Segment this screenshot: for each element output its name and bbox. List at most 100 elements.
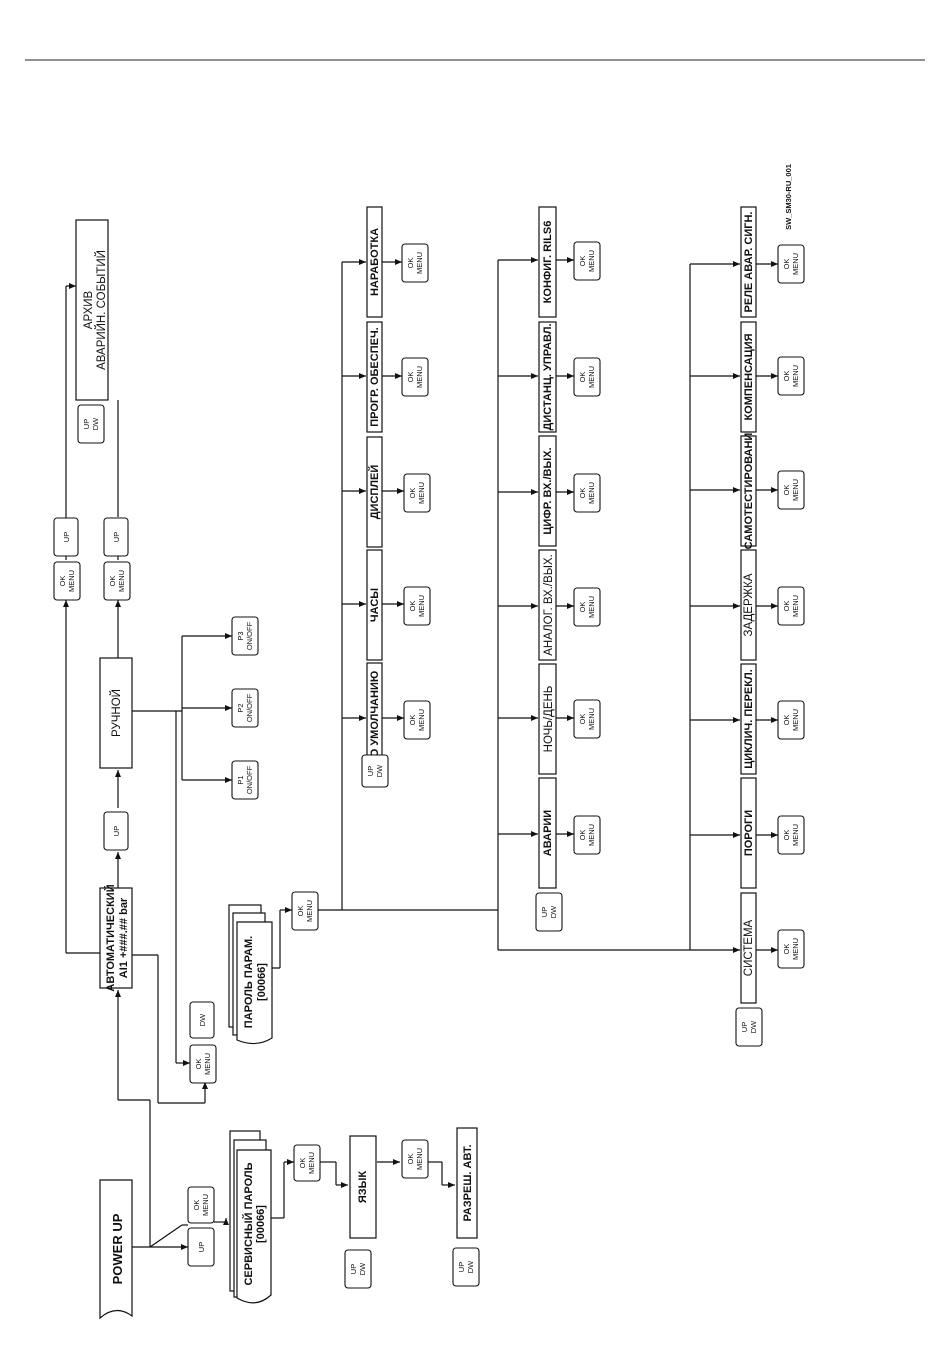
menu-clock-box[interactable] (366, 549, 383, 661)
svg-text:MENU: MENU (203, 1053, 212, 1075)
menu-thresholds-box[interactable] (740, 777, 757, 889)
ok-menu-key[interactable]: OK MENU (103, 561, 131, 601)
up-dw-key[interactable]: UP DW (344, 1249, 372, 1289)
auto-mode-title: АВТОМАТИЧЕСКИЙ (104, 884, 117, 991)
ok-menu-key[interactable]: OK MENU (189, 1044, 217, 1084)
up-dw-key[interactable]: UP DW (535, 892, 563, 932)
menu-alarm-relay-box[interactable] (740, 206, 757, 318)
menu-compensation-label: КОМПЕНСАЦИЯ (743, 333, 755, 420)
ok-menu-key[interactable]: OK MENU (777, 244, 805, 284)
ok-menu-key[interactable]: OK MENU (573, 699, 601, 739)
ok-menu-key[interactable]: OK MENU (777, 815, 805, 855)
svg-text:OK: OK (782, 485, 791, 496)
menu-night-day-box[interactable] (538, 663, 557, 775)
svg-text:MENU: MENU (305, 900, 314, 922)
svg-text:UP: UP (62, 532, 71, 542)
ok-menu-key[interactable]: OK MENU (777, 356, 805, 396)
svg-text:MENU: MENU (417, 482, 426, 504)
ok-menu-key[interactable]: OK MENU (777, 586, 805, 626)
dw-key[interactable]: DW (189, 1001, 215, 1039)
svg-text:MENU: MENU (587, 708, 596, 730)
ok-menu-key[interactable]: OK MENU (291, 891, 319, 931)
menu-digital-io-box[interactable] (538, 435, 557, 547)
ok-menu-key[interactable]: OK MENU (573, 357, 601, 397)
menu-selftest-label: САМОТЕСТИРОВАНИ (743, 433, 755, 550)
svg-text:OK: OK (406, 1154, 415, 1165)
up-key[interactable]: UP (53, 517, 79, 557)
svg-text:OK: OK (406, 372, 415, 383)
up-dw-key[interactable]: UP DW (77, 404, 105, 444)
ok-menu-key[interactable]: OK MENU (403, 700, 431, 740)
menu-software-box[interactable] (366, 321, 383, 433)
ok-menu-key[interactable]: OK MENU (401, 243, 429, 283)
connector-lines (63, 257, 778, 1250)
up-dw-key[interactable]: UP DW (452, 1247, 480, 1287)
ok-menu-key[interactable]: OK MENU (573, 815, 601, 855)
up-dw-key[interactable]: UP DW (361, 754, 389, 788)
svg-text:DW: DW (749, 1020, 758, 1033)
svg-text:OK: OK (578, 602, 587, 613)
ok-menu-key[interactable]: OK MENU (401, 357, 429, 397)
pump-1-toggle[interactable]: P1 ON/OFF (231, 760, 259, 800)
ok-menu-key[interactable]: OK MENU (403, 473, 431, 513)
svg-text:OK: OK (578, 372, 587, 383)
svg-text:MENU: MENU (415, 252, 424, 274)
menu-row-1: ПО УМОЛЧАНИЮ ЧАСЫ ДИСПЛЕЙ ПРОГР. ОБЕСПЕЧ… (366, 206, 383, 774)
svg-text:MENU: MENU (417, 595, 426, 617)
up-key[interactable]: UP (103, 811, 129, 851)
svg-text:OK: OK (408, 601, 417, 612)
menu-clock-label: ЧАСЫ (369, 588, 381, 622)
menu-compensation-box[interactable] (740, 321, 757, 433)
menu-analog-io-label: АНАЛОГ. ВХ./ВЫХ. (543, 554, 555, 656)
menu-display-box[interactable] (366, 436, 383, 548)
menu-row-2: АВАРИИ НОЧЬ/ДЕНЬ АНАЛОГ. ВХ./ВЫХ. ЦИФР. … (538, 206, 557, 889)
svg-text:DW: DW (466, 1260, 475, 1273)
menu-config-box[interactable] (538, 206, 557, 318)
svg-text:MENU: MENU (587, 366, 596, 388)
ok-menu-key[interactable]: OK MENU (53, 561, 81, 601)
svg-text:OK: OK (578, 488, 587, 499)
menu-cyclic-box[interactable] (740, 663, 757, 775)
svg-text:P1: P1 (236, 775, 245, 784)
up-dw-key[interactable]: UP DW (735, 1007, 763, 1047)
ok-menu-key[interactable]: OK MENU (401, 1139, 429, 1179)
ok-menu-key[interactable]: OK MENU (573, 473, 601, 513)
svg-text:MENU: MENU (417, 709, 426, 731)
ok-menu-key[interactable]: OK MENU (573, 587, 601, 627)
svg-text:MENU: MENU (307, 1152, 316, 1174)
svg-text:ON/OFF: ON/OFF (245, 621, 254, 650)
service-password-label: СЕРВИСНЫЙ ПАРОЛЬ (242, 1162, 255, 1285)
ok-menu-key[interactable]: OK MENU (573, 241, 601, 281)
svg-text:DW: DW (91, 417, 100, 430)
ok-menu-key[interactable]: OK MENU (777, 929, 805, 969)
svg-text:UP: UP (740, 1022, 749, 1032)
menu-delay-box[interactable] (740, 549, 757, 661)
up-key[interactable]: UP (103, 517, 129, 557)
menu-system-box[interactable] (740, 892, 757, 1004)
ok-menu-key[interactable]: OK MENU (293, 1144, 321, 1182)
svg-text:MENU: MENU (587, 824, 596, 846)
up-key[interactable]: UP (187, 1227, 215, 1267)
menu-runtime-box[interactable] (366, 206, 383, 318)
svg-text:OK: OK (578, 830, 587, 841)
ok-menu-key[interactable]: OK MENU (403, 586, 431, 626)
svg-text:OK: OK (408, 715, 417, 726)
archive-subtitle: АВАРИЙН. СОБЫТИЙ (95, 250, 108, 370)
svg-text:MENU: MENU (415, 366, 424, 388)
menu-analog-io-box[interactable] (538, 549, 557, 661)
manual-mode-label: РУЧНОЙ (110, 689, 123, 737)
svg-text:OK: OK (406, 258, 415, 269)
ok-menu-key[interactable]: OK MENU (777, 700, 805, 740)
pump-3-toggle[interactable]: P3 ON/OFF (231, 616, 259, 656)
menu-alarms-box[interactable] (538, 777, 557, 889)
menu-selftest-box[interactable] (740, 435, 757, 547)
svg-text:OK: OK (782, 371, 791, 382)
menu-software-label: ПРОГР. ОБЕСПЕЧ. (369, 327, 381, 426)
svg-text:OK: OK (408, 488, 417, 499)
svg-text:UP: UP (366, 766, 375, 776)
svg-text:ON/OFF: ON/OFF (245, 693, 254, 722)
pump-2-toggle[interactable]: P2 ON/OFF (231, 688, 259, 728)
ok-menu-key[interactable]: OK MENU (777, 470, 805, 510)
menu-remote-box[interactable] (538, 321, 557, 433)
ok-menu-key[interactable]: OK MENU (187, 1186, 215, 1224)
